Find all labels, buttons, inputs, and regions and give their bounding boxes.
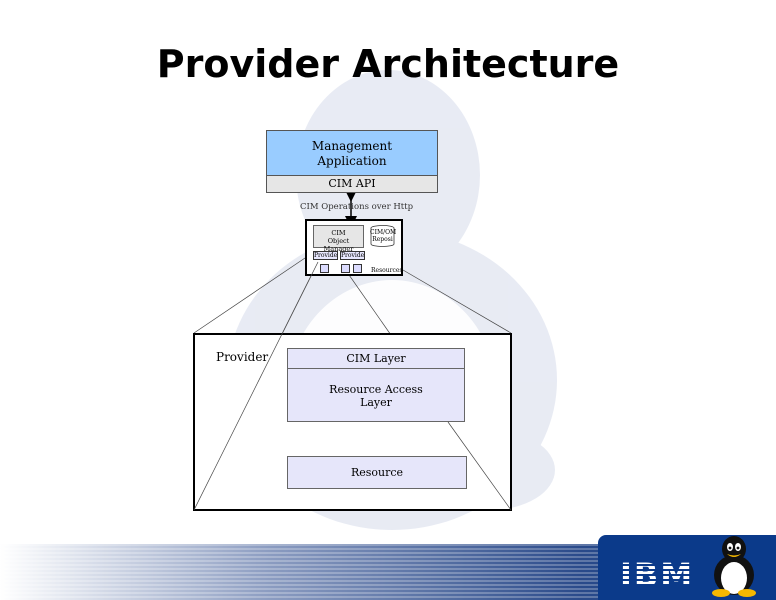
management-application-box: Management Application <box>266 130 438 176</box>
mini-resource-3 <box>353 264 362 273</box>
management-line1: Management <box>311 139 393 153</box>
mini-om-line1: CIM <box>331 229 346 237</box>
ral-line1: Resource Access <box>329 383 423 396</box>
ral-line2: Layer <box>360 396 392 409</box>
repository-label: CIM/OM Reposi <box>370 229 397 243</box>
management-line2: Application <box>317 154 387 168</box>
mini-resource-1 <box>320 264 329 273</box>
cim-api-box: CIM API <box>266 175 438 193</box>
tux-penguin-icon <box>712 536 756 597</box>
mini-resource-2 <box>341 264 350 273</box>
mini-object-manager: CIM Object Manager <box>313 225 364 253</box>
resource-box: Resource <box>287 456 467 489</box>
mini-provider-2: Provider <box>340 251 365 260</box>
provider-label: Provider <box>216 350 269 364</box>
page-title: Provider Architecture <box>156 42 620 86</box>
repository-cylinder-icon <box>370 225 395 247</box>
mini-provider-1: Provider <box>313 251 338 260</box>
zoom-line-right <box>402 269 512 334</box>
mini-resources-label: Resources <box>371 267 403 274</box>
operations-label: CIM Operations over Http <box>300 202 414 212</box>
ibm-logo: IBM <box>620 556 695 594</box>
repository-line2: Reposi <box>372 236 393 243</box>
resource-access-layer-box: Resource Access Layer <box>287 368 465 422</box>
repository-line1: CIM/OM <box>370 229 397 236</box>
cim-layer-box: CIM Layer <box>287 348 465 369</box>
mini-om-line2: Object Manager <box>323 237 354 253</box>
